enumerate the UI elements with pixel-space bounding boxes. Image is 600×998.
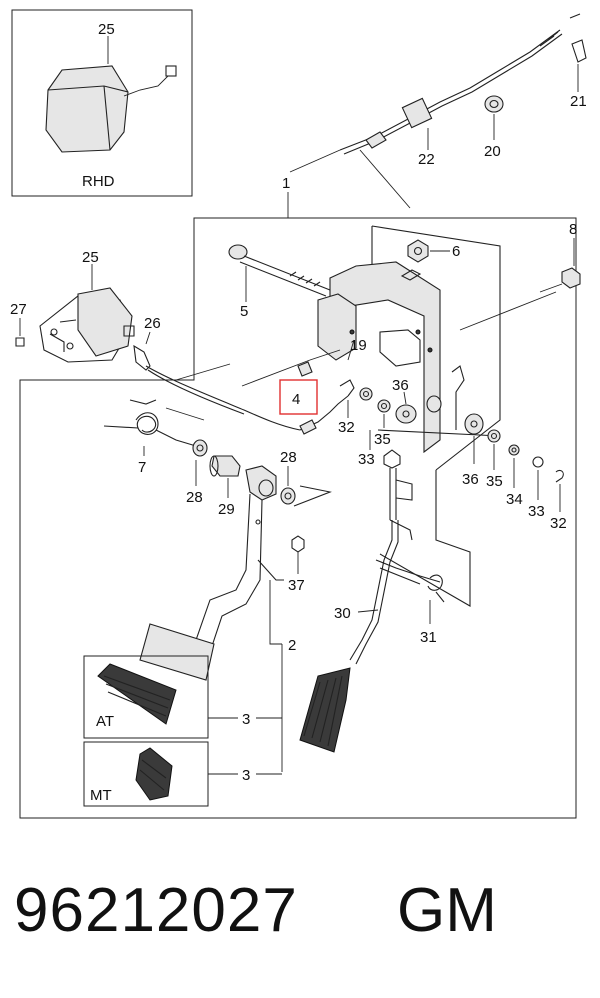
callout-19: 19 <box>350 337 367 354</box>
throttle-cable: 22 20 21 <box>289 13 587 209</box>
callout-2: 2 <box>288 637 296 654</box>
callout-26: 26 <box>144 315 161 332</box>
mt-pad-inset: MT 3 <box>83 741 282 807</box>
callout-28-right: 28 <box>280 449 297 466</box>
accelerator-pedal: 30 31 <box>299 520 437 753</box>
switch-19-4: 19 4 <box>279 337 367 415</box>
rhd-label: RHD <box>82 173 115 190</box>
part-number: 96212027 <box>14 876 298 945</box>
callout-37: 37 <box>288 577 305 594</box>
fasteners-middle: 32 35 36 33 <box>338 377 442 468</box>
callout-31: 31 <box>420 629 437 646</box>
callout-22: 22 <box>418 151 435 168</box>
callout-21: 21 <box>570 93 587 110</box>
callout-1: 1 <box>282 175 290 192</box>
callout-30: 30 <box>334 605 351 622</box>
nut-6: 6 <box>407 239 460 263</box>
callout-25-rhd: 25 <box>98 21 115 38</box>
mt-label: MT <box>90 787 112 804</box>
callout-20: 20 <box>484 143 501 160</box>
callout-35-mid: 35 <box>374 431 391 448</box>
pedal-assembly-diagram: 25 RHD 1 22 20 21 8 <box>10 9 587 819</box>
callout-34: 34 <box>506 491 523 508</box>
nut-8: 8 <box>539 221 581 293</box>
guide-lines <box>165 291 557 421</box>
return-spring-7: 7 <box>103 399 197 476</box>
wire-harness <box>145 365 349 435</box>
callout-32-right: 32 <box>550 515 567 532</box>
pedal-bracket <box>317 225 501 471</box>
callout-6: 6 <box>452 243 460 260</box>
callout-33-mid: 33 <box>358 451 375 468</box>
brake-pushrod <box>375 365 501 607</box>
callout-25-left: 25 <box>82 249 99 266</box>
assembly-frames: 1 <box>19 175 577 819</box>
rhd-inset: 25 RHD <box>11 9 193 197</box>
callout-4: 4 <box>292 391 300 408</box>
callout-36-mid: 36 <box>392 377 409 394</box>
at-label: AT <box>96 713 114 730</box>
left-switch-assembly: 25 27 26 <box>10 249 161 371</box>
bushings: 28 29 28 <box>186 439 332 518</box>
callout-27: 27 <box>10 301 27 318</box>
callout-29: 29 <box>218 501 235 518</box>
footer: 96212027 GM <box>14 880 594 970</box>
callout-32-mid: 32 <box>338 419 355 436</box>
callout-7: 7 <box>138 459 146 476</box>
bolt-5: 5 <box>228 244 331 320</box>
at-pad-inset: AT 3 <box>83 655 282 739</box>
brand-name: GM <box>397 876 497 945</box>
callout-28-left: 28 <box>186 489 203 506</box>
brake-pedal: 37 2 <box>139 465 305 772</box>
fasteners-right: 36 35 34 33 32 <box>462 413 567 532</box>
callout-3-at: 3 <box>242 711 250 728</box>
callout-36-right: 36 <box>462 471 479 488</box>
callout-8: 8 <box>569 221 577 238</box>
callout-33-right: 33 <box>528 503 545 520</box>
callout-5: 5 <box>240 303 248 320</box>
callout-35-right: 35 <box>486 473 503 490</box>
highlight-box-4 <box>279 379 318 415</box>
callout-3-mt: 3 <box>242 767 250 784</box>
